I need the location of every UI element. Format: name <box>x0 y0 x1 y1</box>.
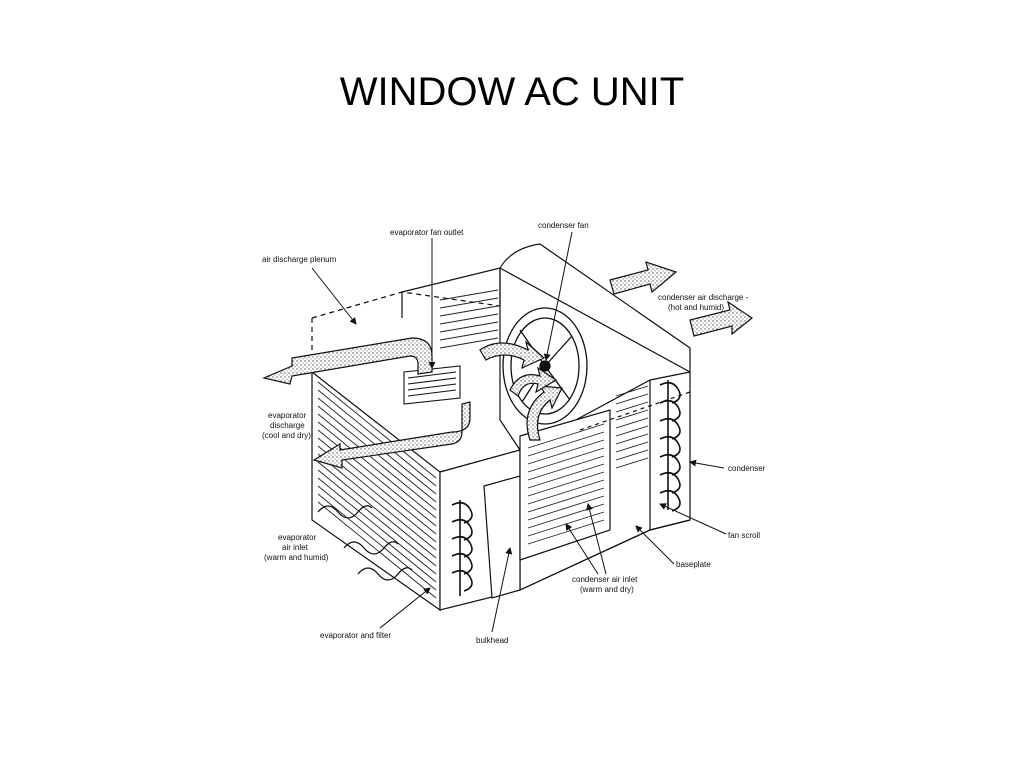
label-condenser-air-inlet-2: (warm and dry) <box>580 585 634 594</box>
label-evaporator-and-filter: evaporator and filter <box>320 631 391 640</box>
label-bulkhead: bulkhead <box>476 636 508 645</box>
label-fan-scroll: fan scroll <box>728 531 760 540</box>
label-condenser-air-inlet-1: condenser air inlet <box>572 575 638 584</box>
label-evaporator-air-inlet-1: evaporator <box>278 533 317 542</box>
evaporator-fan-outlet <box>403 365 461 405</box>
label-air-discharge-plenum: air discharge plenum <box>262 255 337 264</box>
label-evaporator-discharge-3: (cool and dry) <box>262 431 311 440</box>
page-title: WINDOW AC UNIT <box>339 70 685 114</box>
label-evaporator-discharge-1: evaporator <box>268 411 307 420</box>
label-baseplate: baseplate <box>676 560 711 569</box>
evaporator-discharge-arrows <box>262 337 471 469</box>
label-evaporator-fan-outlet: evaporator fan outlet <box>390 228 464 237</box>
evaporator-inlet-waves <box>317 505 413 581</box>
condenser-discharge-arrows <box>609 261 754 337</box>
evaporator-fins <box>317 381 437 599</box>
condenser-airflow-arrows <box>479 340 563 441</box>
label-condenser: condenser <box>728 464 766 473</box>
condenser-section <box>401 243 691 591</box>
label-evaporator-air-inlet-3: (warm and humid) <box>264 553 329 562</box>
evaporator-coil <box>451 500 473 596</box>
label-condenser-fan: condenser fan <box>538 221 589 230</box>
label-condenser-air-discharge-1: condenser air discharge - <box>658 293 749 302</box>
condenser-fan <box>502 307 588 425</box>
label-evaporator-discharge-2: discharge <box>270 421 305 430</box>
diagram-labels: air discharge plenum evaporator fan outl… <box>262 221 766 645</box>
leader-lines <box>311 231 727 633</box>
label-evaporator-air-inlet-2: air inlet <box>282 543 309 552</box>
condenser-coil <box>659 380 681 512</box>
condenser-grille <box>439 289 649 545</box>
label-condenser-air-discharge-2: (hot and humid) <box>668 303 724 312</box>
